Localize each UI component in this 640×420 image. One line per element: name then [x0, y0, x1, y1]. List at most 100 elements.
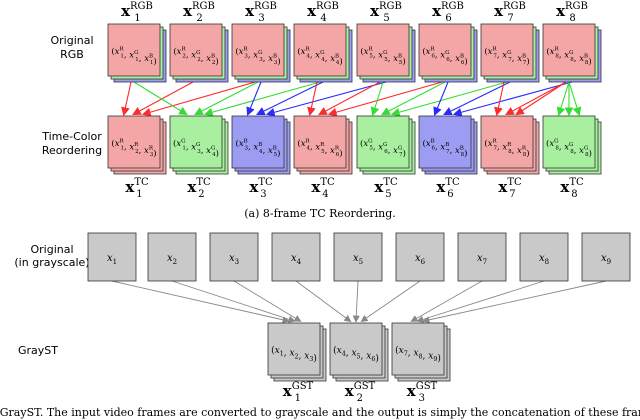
rgb-frame-1	[107, 23, 167, 83]
grayst-arrow	[422, 280, 607, 324]
row-label-grayst: GrayST	[18, 344, 58, 357]
tc-frame-1	[107, 115, 167, 175]
tc-arrow-g	[133, 81, 188, 116]
grayst-arrow	[295, 280, 352, 323]
gray-frame-7: x7	[457, 232, 507, 282]
gray-frame-8-label: x8	[539, 253, 549, 266]
gray-frame-7-label: x7	[477, 253, 487, 266]
tc-frame-3	[231, 115, 291, 175]
tc-arrow-g	[203, 81, 321, 117]
row-label-original-gray-1: Original	[30, 243, 73, 256]
caption-a: (a) 8-frame TC Reordering.	[244, 207, 396, 220]
gray-frame-2-label: x2	[167, 253, 177, 266]
gray-frame-8: x8	[519, 232, 569, 282]
rgb-frame-4	[293, 23, 353, 83]
tc-arrow-b	[246, 81, 262, 117]
grayst-arrow	[233, 280, 302, 322]
tc-arrow-r	[121, 81, 132, 117]
tc-frame-2	[169, 115, 229, 175]
gray-frame-3: x3	[209, 232, 259, 282]
rgb-frame-7	[480, 23, 540, 83]
tc-arrow-b	[452, 81, 573, 117]
grayst-stack-3-tuple: (x7, x8, x9)	[395, 345, 441, 364]
gray-frame-6: x6	[395, 232, 445, 282]
tc-arrow-g	[381, 81, 446, 116]
grayst-arrow	[360, 280, 421, 323]
row-label-original-gray-2: (in grayscale)	[14, 256, 89, 269]
row-label-tc-2: Reordering	[42, 144, 102, 157]
gray-frame-3-label: x3	[229, 253, 239, 266]
tc-arrow-g	[390, 81, 508, 117]
tc-arrow-r	[307, 81, 318, 117]
grayst-arrow	[352, 280, 360, 323]
tc-arrow-r	[494, 81, 505, 117]
tc-arrow-g	[194, 81, 259, 116]
rgb-frame-5	[356, 23, 416, 83]
gray-frame-9-label: x9	[601, 253, 611, 266]
gray-frame-1: x1	[87, 232, 137, 282]
tc-arrow-g	[556, 81, 570, 117]
gray-frame-5: x5	[333, 232, 383, 282]
rgb-frame-2	[169, 23, 229, 83]
tc-frame-5	[356, 115, 416, 175]
row-label-tc-1: Time-Color	[41, 130, 102, 143]
tc-frame-7	[480, 115, 540, 175]
tc-arrows	[121, 81, 582, 117]
gray-frame-6-label: x6	[415, 253, 426, 266]
tc-frame-8	[542, 115, 602, 175]
tc-arrow-r	[141, 81, 256, 117]
rgb-frame-8	[542, 23, 602, 83]
grayst-stack-3	[391, 322, 451, 382]
tc-frame-6	[418, 115, 478, 175]
row-label-original-rgb-1: Original	[50, 34, 93, 47]
grayst-stack-1	[267, 322, 327, 382]
tc-arrow-b	[265, 81, 387, 117]
gray-frame-4: x4	[271, 232, 321, 282]
gray-frame-4-label: x4	[291, 253, 302, 266]
gray-frame-9: x9	[581, 232, 631, 282]
tc-arrow-g	[568, 81, 582, 117]
tc-arrow-g	[370, 81, 384, 117]
tc-arrow-r	[515, 81, 567, 116]
tc-arrow-r	[132, 81, 194, 116]
grayst-arrow	[171, 280, 296, 323]
caption-b: (b) 3-frame GrayST. The input video fram…	[0, 406, 640, 419]
grayst-stack-2	[329, 322, 389, 382]
